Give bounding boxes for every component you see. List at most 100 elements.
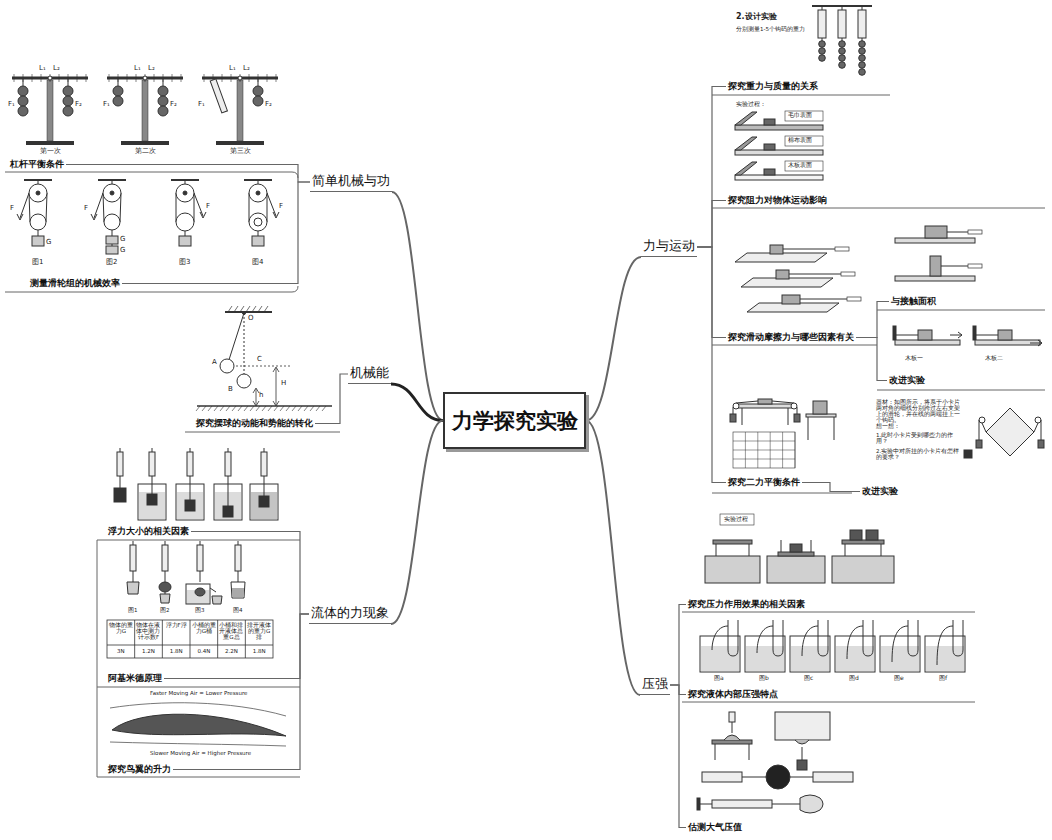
figure-label: 浮力F浮 [162,622,190,628]
movable-pulley [104,214,120,230]
central-topic: 力学探究实验 [443,392,586,449]
figure-label: H [281,379,286,387]
node-text: 探究滑动摩擦力与哪些因素有关 [728,331,854,344]
experiment-caption: 改进实验 [887,373,927,388]
lever-tick [231,74,232,82]
ramp [735,137,757,150]
node-text: 流体的力现象 [311,604,389,622]
experiment-caption: 探究阻力对物体运动影响 [726,193,829,208]
lever-tick [41,74,42,82]
container [880,636,920,672]
experiment-caption: 探究重力与质量的关系 [726,79,820,94]
u-tube [818,620,828,656]
hatch [238,406,242,411]
spring-scale [858,10,866,38]
force-arrow [200,212,206,218]
table-leg [881,544,882,556]
spout [210,588,216,592]
block [782,295,800,304]
pulley [733,403,739,409]
hook-weight [63,86,73,96]
figure-label: L₂ [243,64,250,72]
hook [165,571,166,582]
inner-pulley [254,218,262,226]
weight [850,530,862,540]
string [789,274,841,275]
table-leg [834,417,835,440]
probe-tube [712,626,728,650]
hook-weight [18,96,28,106]
rope [249,193,250,222]
figure-label: 图4 [233,607,243,613]
axle-dot [110,191,114,195]
bucket [127,582,139,594]
block [259,496,269,507]
table-rule [733,459,795,460]
block [776,270,789,279]
node-text: 浮力大小的相关因素 [108,525,189,538]
force-arrow [1030,340,1042,346]
weight [866,530,878,540]
wall [973,326,976,340]
hook [118,79,119,86]
string [941,266,968,267]
table-rule [733,441,795,442]
weight-block [106,246,118,254]
lever-base [26,141,74,145]
u-tube [728,620,738,656]
branch-connector [697,201,726,248]
rope [194,193,203,216]
figure-label: 分别测量1-5个钩码的重力 [736,26,805,32]
figure-label: 2.设计实验 [736,12,777,21]
spring-scale [162,545,168,571]
branch-connector [392,192,443,421]
figure-label: 第一次 [40,148,61,155]
node-text: 杠杆平衡条件 [10,158,64,171]
experiment-caption: 浮力大小的相关因素 [106,524,191,539]
hatch [256,406,260,411]
movable-pulley [249,213,267,231]
table-leg [716,544,717,556]
figure-label: F₁ [198,100,205,108]
experiment-caption: 阿基米德原理 [106,671,164,686]
panel-border [5,172,298,178]
spring-scale [235,545,241,571]
panel-border [712,208,1045,209]
pendulum-string [227,313,244,366]
figure-label: 2.实验中对所挂的小卡片有怎样的要求？ [876,448,962,460]
probe-tube [892,626,908,662]
node-text: 探究鸟翼的升力 [108,763,171,776]
hatch [250,406,254,411]
experiment-caption: 估测大气压值 [686,820,744,835]
experiment-caption: 与接触面积 [889,294,938,309]
panel-border [682,612,975,613]
board [735,175,823,180]
branch-connector [697,247,726,483]
hook [112,230,113,236]
hatch [268,406,272,411]
figure-label: 图1 [32,258,43,266]
figure-label: L₂ [148,64,155,72]
lever-bar [202,77,278,80]
weight [976,440,982,448]
board [735,150,823,155]
table-leg [811,540,812,552]
figure-label: C [257,355,262,363]
table-leg [788,408,789,425]
table-rule [162,620,163,658]
force-arrow [950,332,962,338]
hook [228,448,229,452]
figure-label: 图a [714,675,724,682]
figure-label: 1.8N [162,648,190,654]
string [896,335,918,336]
pendulum-string [244,313,245,381]
hatch [226,406,230,411]
wall [893,326,896,340]
figure-label: 图2 [160,607,170,613]
movable-pulley [30,214,46,230]
table-leg [845,544,846,556]
lever-base [121,141,169,145]
movable-pulley [176,213,194,231]
string [700,804,712,805]
